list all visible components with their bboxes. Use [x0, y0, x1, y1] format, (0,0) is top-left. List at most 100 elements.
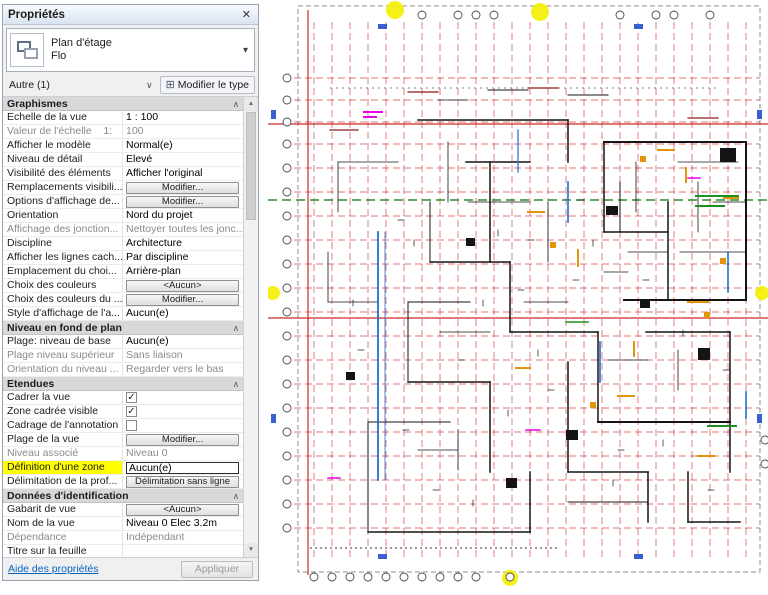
prop-row-orientation-du-niveau: Orientation du niveau ...Regarder vers l…	[3, 363, 243, 377]
filter-row: Autre (1) ∨ ⊞ Modifier le type	[3, 74, 258, 96]
prop-value[interactable]: Nettoyer toutes les jonc...	[126, 223, 243, 236]
prop-value-cell	[123, 419, 243, 432]
prop-label: Emplacement du choi...	[3, 265, 123, 278]
prop-label: Gabarit de vue	[3, 503, 123, 516]
prop-value-cell: Modifier...	[123, 433, 243, 446]
prop-row-niveau-de-detail: Niveau de détailElevé	[3, 153, 243, 167]
prop-row-zone-cadree-visible: Zone cadrée visible✓	[3, 405, 243, 419]
prop-row-style-d-affichage-de-l-a: Style d'affichage de l'a...Aucun(e)	[3, 307, 243, 321]
prop-value[interactable]: Afficher l'original	[126, 167, 203, 180]
prop-value[interactable]: Niveau 0 Elec 3.2m	[126, 517, 217, 530]
prop-value-button[interactable]: Modifier...	[126, 294, 239, 306]
properties-panel: Propriétés ✕ Plan d'étage Flo ▾ Autre (1…	[2, 4, 259, 581]
properties-help-link[interactable]: Aide des propriétés	[8, 563, 98, 575]
prop-value[interactable]: Arrière-plan	[126, 265, 181, 278]
collapse-icon[interactable]: ∧	[233, 489, 239, 502]
prop-row-choix-des-couleurs: Choix des couleurs<Aucun>	[3, 279, 243, 293]
type-name-label: Flo	[51, 50, 237, 63]
filter-selected-label: Autre (1)	[9, 79, 50, 91]
prop-value[interactable]: Par discipline	[126, 251, 188, 264]
prop-value-button[interactable]: <Aucun>	[126, 280, 239, 292]
prop-value[interactable]: Niveau 0	[126, 447, 167, 460]
section-header-donnees-d-identification[interactable]: Données d'identification ∧	[3, 489, 243, 503]
prop-value-button[interactable]: Modifier...	[126, 434, 239, 446]
edit-type-button[interactable]: ⊞ Modifier le type	[160, 76, 255, 94]
scrollbar-thumb[interactable]	[246, 112, 256, 220]
prop-value-cell: Modifier...	[123, 181, 243, 194]
scroll-up-icon[interactable]: ▲	[244, 97, 258, 111]
prop-label: Choix des couleurs	[3, 279, 123, 292]
type-selector-text: Plan d'étage Flo	[51, 37, 237, 63]
collapse-icon[interactable]: ∧	[233, 377, 239, 390]
section-header-graphismes[interactable]: Graphismes∧	[3, 97, 243, 111]
prop-value[interactable]: Nord du projet	[126, 209, 193, 222]
prop-value-cell: Nettoyer toutes les jonc...	[123, 223, 243, 236]
prop-label: Affichage des jonction...	[3, 223, 123, 236]
prop-row-remplacements-visibili: Remplacements visibili...Modifier...	[3, 181, 243, 195]
prop-value-cell: Modifier...	[123, 293, 243, 306]
scrollbar[interactable]: ▲ ▼	[243, 97, 258, 557]
prop-value-cell: Aucun(e)	[123, 307, 243, 320]
type-dropdown-icon[interactable]: ▾	[237, 45, 254, 56]
prop-value-input[interactable]: Aucun(e)	[126, 462, 239, 474]
type-selector[interactable]: Plan d'étage Flo ▾	[6, 28, 255, 72]
prop-value-cell: Architecture	[123, 237, 243, 250]
prop-value[interactable]: Indépendant	[126, 531, 184, 544]
close-icon[interactable]: ✕	[240, 8, 253, 21]
collapse-icon[interactable]: ∧	[233, 97, 239, 110]
prop-value-button[interactable]: Modifier...	[126, 182, 239, 194]
prop-row-echelle-de-la-vue: Echelle de la vue1 : 100	[3, 111, 243, 125]
prop-value-cell: Délimitation sans ligne	[123, 475, 243, 488]
prop-value-button[interactable]: Modifier...	[126, 196, 239, 208]
filter-dropdown[interactable]: Autre (1) ∨	[6, 76, 156, 94]
prop-value-button[interactable]: <Aucun>	[126, 504, 239, 516]
prop-label: Style d'affichage de l'a...	[3, 307, 123, 320]
prop-value-cell: Aucun(e)	[123, 335, 243, 348]
prop-value-cell: Regarder vers le bas	[123, 363, 243, 376]
prop-value[interactable]: 1 : 100	[126, 111, 158, 124]
prop-label: Discipline	[3, 237, 123, 250]
prop-value-cell: Indépendant	[123, 531, 243, 544]
prop-value[interactable]: Architecture	[126, 237, 182, 250]
apply-button[interactable]: Appliquer	[181, 561, 253, 578]
prop-row-choix-des-couleurs-du: Choix des couleurs du ...Modifier...	[3, 293, 243, 307]
prop-label: Délimitation de la prof...	[3, 475, 123, 488]
section-header-etendues[interactable]: Etendues∧	[3, 377, 243, 391]
prop-value-cell: 1 : 100	[123, 111, 243, 124]
prop-value-cell: Elevé	[123, 153, 243, 166]
prop-value[interactable]: Sans liaison	[126, 349, 183, 362]
panel-title: Propriétés	[8, 9, 240, 21]
prop-value-button[interactable]: Délimitation sans ligne	[126, 476, 239, 488]
section-title: Données d'identification	[7, 489, 129, 502]
prop-row-plage-niveau-superieur: Plage niveau supérieurSans liaison	[3, 349, 243, 363]
prop-value[interactable]: Aucun(e)	[126, 307, 169, 320]
prop-value[interactable]: Normal(e)	[126, 139, 173, 152]
scroll-down-icon[interactable]: ▼	[244, 543, 258, 557]
prop-label: Choix des couleurs du ...	[3, 293, 123, 306]
prop-value-cell: Normal(e)	[123, 139, 243, 152]
prop-label: Afficher le modèle	[3, 139, 123, 152]
prop-checkbox[interactable]: ✓	[126, 392, 137, 403]
prop-value-cell: Niveau 0	[123, 447, 243, 460]
prop-value[interactable]: Aucun(e)	[126, 335, 169, 348]
prop-row-plage-niveau-de-base: Plage: niveau de baseAucun(e)	[3, 335, 243, 349]
collapse-icon[interactable]: ∧	[233, 321, 239, 334]
prop-checkbox[interactable]: ✓	[126, 406, 137, 417]
prop-value[interactable]: Elevé	[126, 153, 152, 166]
prop-label: Cadrage de l'annotation	[3, 419, 123, 432]
prop-checkbox[interactable]	[126, 420, 137, 431]
floor-plan-type-icon	[10, 33, 44, 67]
properties-panel-header[interactable]: Propriétés ✕	[3, 5, 258, 25]
section-header-niveau-en-fond-de-plan[interactable]: Niveau en fond de plan∧	[3, 321, 243, 335]
prop-row-gabarit-de-vue: Gabarit de vue<Aucun>	[3, 503, 243, 517]
prop-value-cell: Afficher l'original	[123, 167, 243, 180]
prop-value[interactable]: 100	[126, 125, 144, 138]
prop-label: Zone cadrée visible	[3, 405, 123, 418]
edit-type-icon: ⊞	[166, 80, 175, 91]
prop-label: Titre sur la feuille	[3, 545, 123, 558]
prop-row-definition-d-une-zone: Définition d'une zoneAucun(e)	[3, 461, 243, 475]
prop-value[interactable]: Regarder vers le bas	[126, 363, 223, 376]
floor-plan-canvas[interactable]	[268, 0, 768, 595]
floor-plan-view[interactable]	[268, 0, 768, 595]
